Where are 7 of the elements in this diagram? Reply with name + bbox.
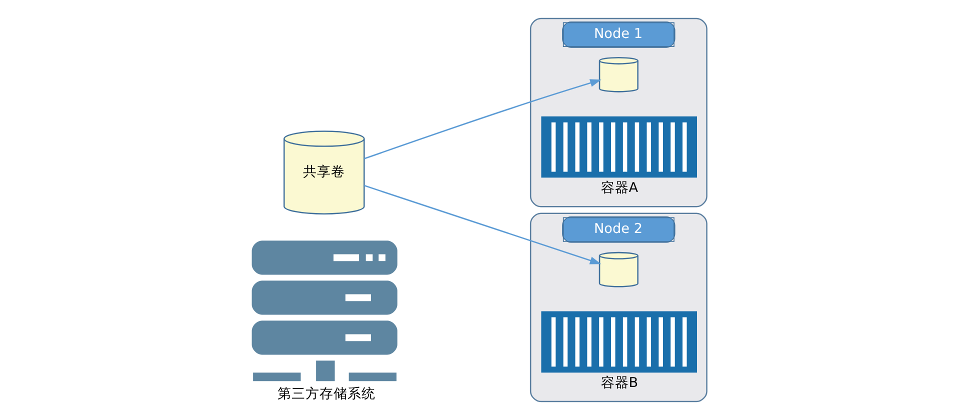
node-box <box>540 116 696 178</box>
node-label: 容器B <box>600 374 638 391</box>
arrow <box>364 79 601 160</box>
node-label: 第三方存储系统 <box>276 386 375 402</box>
arrow <box>363 184 601 264</box>
node-box <box>540 311 696 373</box>
node-label: 容器A <box>600 180 638 196</box>
